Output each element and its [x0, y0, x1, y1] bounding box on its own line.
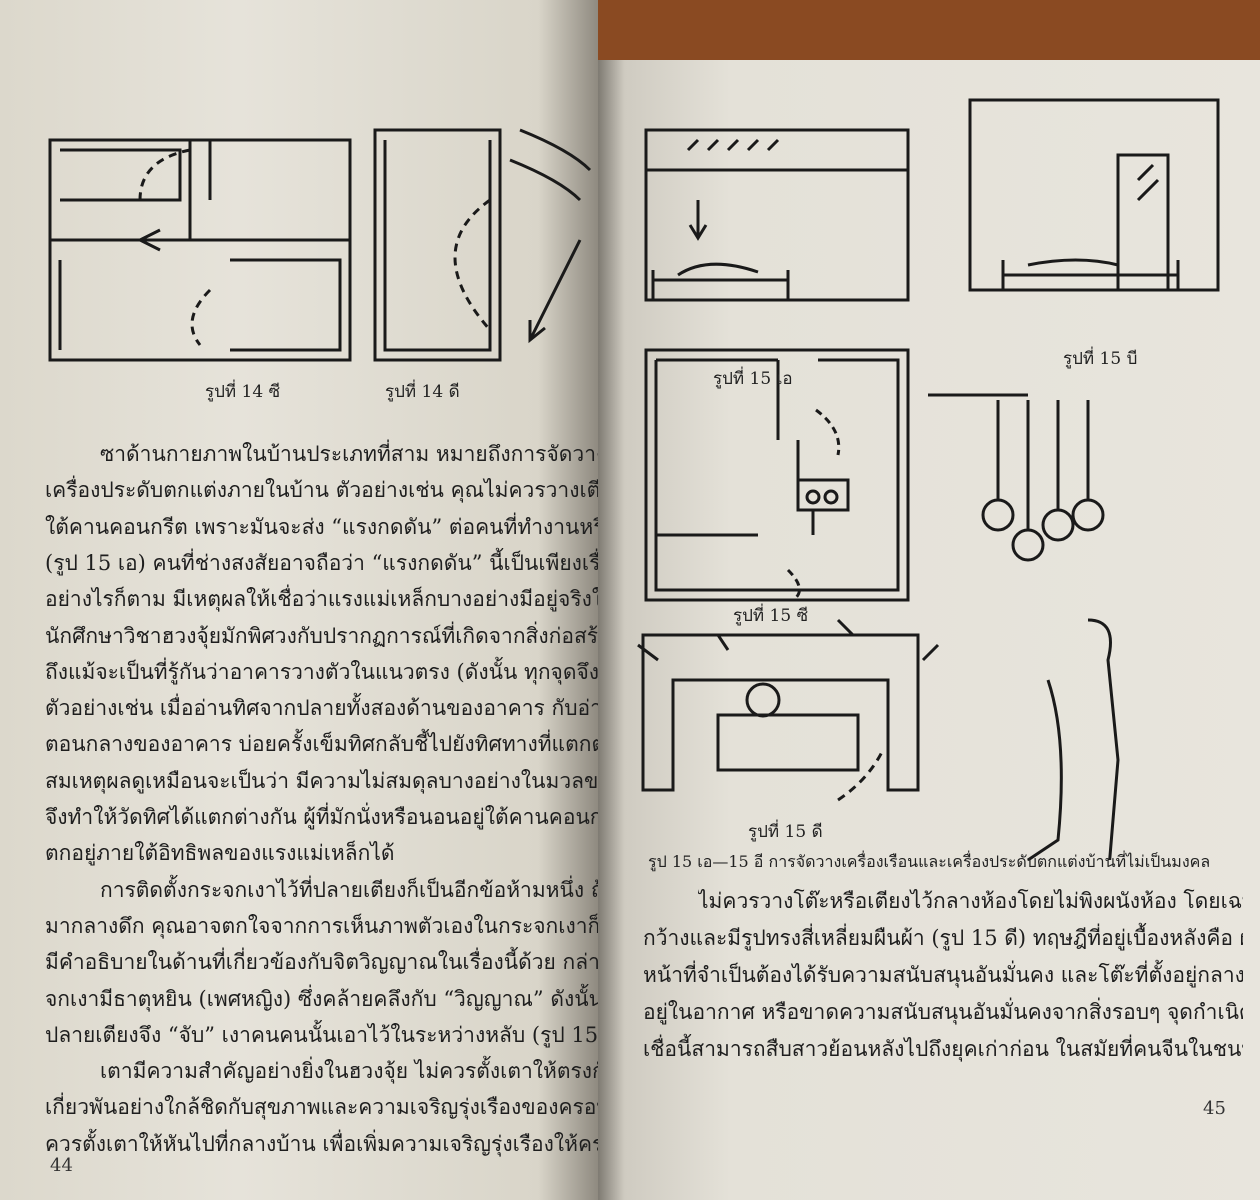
- page-number: 45: [1203, 1098, 1226, 1119]
- text-line: กว้างและมีรูปทรงสี่เหลี่ยมผืนผ้า (รูป 15…: [643, 926, 1243, 950]
- left-page: รูปที่ 14 ซี รูปที่ 14 ดี ซาด้านกายภาพใน…: [0, 0, 598, 1200]
- text-line: ถึงแม้จะเป็นที่รู้กันว่าอาคารวางตัวในแนว…: [45, 659, 598, 684]
- text-line: ตอนกลางของอาคาร บ่อยครั้งเข็มทิศกลับชี้ไ…: [45, 732, 598, 757]
- figure-caption: รูปที่ 15 บี: [1063, 349, 1138, 369]
- text-line: ควรตั้งเตาให้หันไปที่กลางบ้าน เพื่อเพิ่ม…: [45, 1131, 598, 1156]
- text-line: เชื่อนี้สามารถสืบสาวย้อนหลังไปถึงยุคเก่า…: [643, 1037, 1243, 1061]
- text-line: ปลายเตียงจึง “จับ” เงาคนคนนั้นเอาไว้ในระ…: [45, 1022, 598, 1047]
- figure-15-diagrams: [637, 98, 1220, 860]
- page-number: 44: [50, 1155, 73, 1176]
- text-line: มากลางดึก คุณอาจตกใจจากการเห็นภาพตัวเองใ…: [45, 913, 598, 938]
- text-line: นักศึกษาวิชาฮวงจุ้ยมักพิศวงกับปรากฏการณ์…: [45, 623, 598, 648]
- figure-caption: รูปที่ 15 ดี: [748, 822, 823, 842]
- right-page: รูปที่ 15 เอ รูปที่ 15 บี รูปที่ 15 ซี ร…: [598, 60, 1260, 1200]
- text-line: สมเหตุผลดูเหมือนจะเป็นว่า มีความไม่สมดุล…: [45, 768, 598, 793]
- text-line: เกี่ยวพันอย่างใกล้ชิดกับสุขภาพและความเจร…: [45, 1095, 598, 1120]
- figure-caption: รูปที่ 14 ดี: [385, 382, 460, 402]
- text-line: อยู่ในอากาศ หรือขาดความสนับสนุนอันมั่นคง…: [643, 1000, 1243, 1024]
- text-line: มีคำอธิบายในด้านที่เกี่ยวข้องกับจิตวิญญา…: [45, 950, 598, 975]
- figure-group-caption: รูป 15 เอ—15 อี การจัดวางเครื่องเรือนและ…: [648, 852, 1211, 871]
- figure-caption: รูปที่ 14 ซี: [205, 382, 281, 402]
- text-line: ซาด้านกายภาพในบ้านประเภทที่สาม หมายถึงกา…: [100, 442, 598, 466]
- text-line: จกเงามีธาตุหยิน (เพศหญิง) ซึ่งคล้ายคลึงก…: [45, 986, 598, 1011]
- text-line: เตามีความสำคัญอย่างยิ่งในฮวงจุ้ย ไม่ควรต…: [100, 1059, 598, 1084]
- text-line: ใต้คานคอนกรีต เพราะมันจะส่ง “แรงกดดัน” ต…: [45, 514, 598, 539]
- figure-caption: รูปที่ 15 เอ: [713, 369, 793, 389]
- figure-caption: รูปที่ 15 ซี: [733, 606, 809, 626]
- text-line: ไม่ควรวางโต๊ะหรือเตียงไว้กลางห้องโดยไม่พ…: [698, 889, 1243, 913]
- text-line: หน้าที่จำเป็นต้องได้รับความสนับสนุนอันมั…: [643, 963, 1243, 987]
- figure-14-diagrams: [48, 128, 592, 362]
- text-line: ตกอยู่ภายใต้อิทธิพลของแรงแม่เหล็กได้: [45, 841, 395, 866]
- text-line: ตัวอย่างเช่น เมื่ออ่านทิศจากปลายทั้งสองด…: [45, 696, 598, 721]
- text-line: จึงทำให้วัดทิศได้แตกต่างกัน ผู้ที่มักนั่…: [45, 805, 598, 829]
- text-line: (รูป 15 เอ) คนที่ช่างสงสัยอาจถือว่า “แรง…: [45, 550, 598, 575]
- text-line: อย่างไรก็ตาม มีเหตุผลให้เชื่อว่าแรงแม่เห…: [45, 587, 598, 612]
- text-line: การติดตั้งกระจกเงาไว้ที่ปลายเตียงก็เป็นอ…: [100, 877, 598, 902]
- text-line: เครื่องประดับตกแต่งภายในบ้าน ตัวอย่างเช่…: [45, 478, 598, 503]
